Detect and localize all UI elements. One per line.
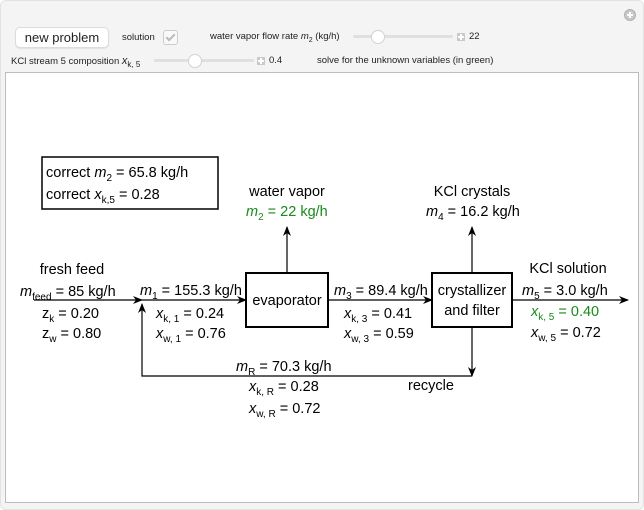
- crystallizer-label-line2: and filter: [444, 303, 500, 319]
- correct-m2-text: correct m2 = 65.8 kg/h: [46, 165, 188, 184]
- stream-1-flow: m1 = 155.3 kg/h: [140, 283, 242, 302]
- correct-xk5-text: correct xk,5 = 0.28: [46, 187, 160, 206]
- solution-checkbox[interactable]: [163, 30, 178, 45]
- evaporator-box: [245, 272, 329, 328]
- water-vapor-value: 22: [469, 31, 480, 42]
- expand-plus-icon[interactable]: [624, 9, 636, 21]
- kcl-composition-slider-label: KCl stream 5 composition xk, 5: [11, 55, 141, 69]
- stream-3-flow: m3 = 89.4 kg/h: [334, 283, 428, 302]
- evaporator-label: evaporator: [252, 293, 321, 309]
- water-vapor-flow: m2 = 22 kg/h: [246, 204, 328, 223]
- recycle-return-arrow: [138, 303, 472, 377]
- kcl-solution-title: KCl solution: [529, 261, 606, 277]
- solve-hint: solve for the unknown variables (in gree…: [317, 55, 494, 66]
- correct-answer-box: [41, 156, 219, 210]
- fresh-feed-title: fresh feed: [40, 262, 105, 278]
- water-vapor-slider-track[interactable]: [353, 35, 453, 38]
- recycle-title: recycle: [408, 378, 454, 394]
- kcl-solution-xw: xw, 5 = 0.72: [530, 325, 601, 344]
- kcl-crystals-title: KCl crystals: [434, 184, 511, 200]
- kcl-composition-slider-track[interactable]: [154, 59, 254, 62]
- fresh-feed-zw: zw = 0.80: [42, 326, 101, 345]
- stream-3-xw: xw, 3 = 0.59: [343, 326, 414, 345]
- kcl-composition-value: 0.4: [269, 55, 283, 66]
- flowsheet-diagram: correct m2 = 65.8 kg/h correct xk,5 = 0.…: [20, 156, 629, 420]
- water-vapor-expand-icon[interactable]: [457, 33, 465, 41]
- fresh-feed-flow: mfeed = 85 kg/h: [20, 284, 116, 303]
- stream-1-xk: xk, 1 = 0.24: [155, 306, 224, 325]
- fresh-feed-zk: zk = 0.20: [42, 306, 99, 325]
- flowsheet-canvas: correct m2 = 65.8 kg/h correct xk,5 = 0.…: [5, 72, 639, 503]
- recycle-xw: xw, R = 0.72: [248, 401, 320, 420]
- kcl-crystals-flow: m4 = 16.2 kg/h: [426, 204, 520, 223]
- new-problem-button[interactable]: new problem: [15, 27, 109, 48]
- solution-label: solution: [122, 32, 155, 43]
- recycle-flow: mR = 70.3 kg/h: [236, 359, 332, 378]
- stream-3-xk: xk, 3 = 0.41: [343, 306, 412, 325]
- kcl-composition-expand-icon[interactable]: [257, 57, 265, 65]
- crystallizer-label-line1: crystallizer: [438, 283, 507, 299]
- recycle-xk: xk, R = 0.28: [248, 379, 319, 398]
- stream-1-xw: xw, 1 = 0.76: [155, 326, 226, 345]
- water-vapor-slider-label: water vapor flow rate m2 (kg/h): [210, 31, 340, 44]
- kcl-solution-flow: m5 = 3.0 kg/h: [522, 283, 608, 302]
- kcl-solution-xk: xk, 5 = 0.40: [530, 304, 599, 323]
- water-vapor-slider-thumb[interactable]: [371, 30, 385, 44]
- water-vapor-title: water vapor: [248, 184, 325, 200]
- kcl-composition-slider-thumb[interactable]: [188, 54, 202, 68]
